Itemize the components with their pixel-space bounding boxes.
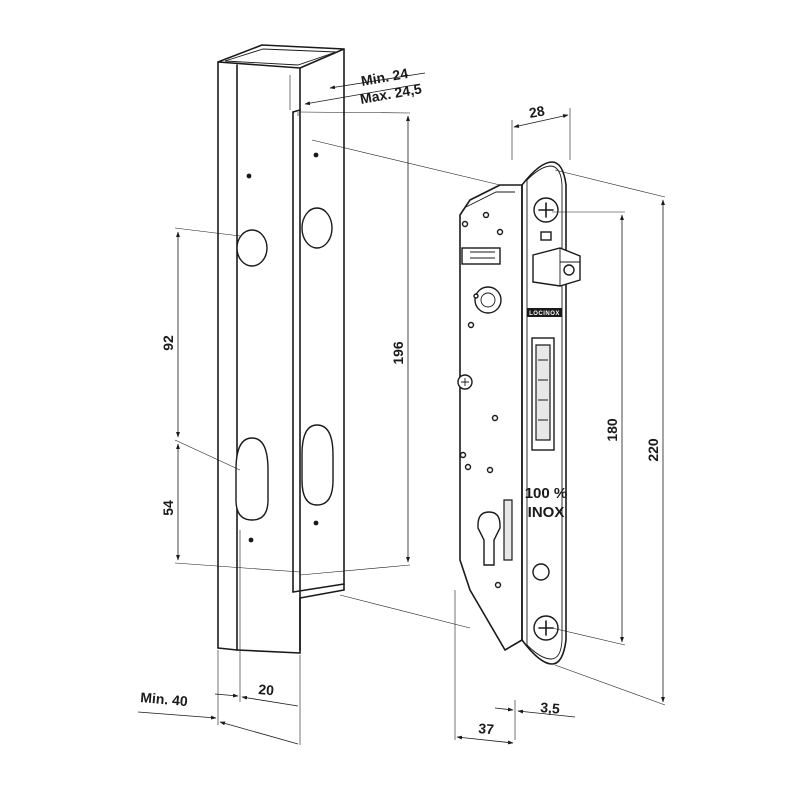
dim-92: 92 <box>160 335 176 351</box>
dim-180: 180 <box>604 418 620 442</box>
dim-196: 196 <box>390 341 406 365</box>
material-label-line1: 100 % <box>525 485 568 502</box>
dim-37: 37 <box>478 720 495 737</box>
dim-min-40: Min. 40 <box>140 689 189 709</box>
euro-cylinder-cutout <box>477 511 501 566</box>
dim-220: 220 <box>645 438 661 462</box>
dim-28: 28 <box>528 102 546 120</box>
dim-20: 20 <box>258 681 275 698</box>
dim-54: 54 <box>160 500 176 516</box>
gate-profile-tube <box>217 44 345 654</box>
brand-logo-text: LOCINOX <box>529 311 560 317</box>
cylinder-hole-upper <box>236 229 268 267</box>
brand-logo <box>527 308 562 317</box>
mortise-lock-body: LOCINOX 100 % INOX <box>457 161 581 665</box>
extension-lines <box>174 75 666 745</box>
cylinder-hole-lower <box>235 437 269 521</box>
material-label-line2: INOX <box>528 504 565 521</box>
dim-3-5: 3,5 <box>540 699 561 717</box>
dimension-lines <box>137 72 665 745</box>
